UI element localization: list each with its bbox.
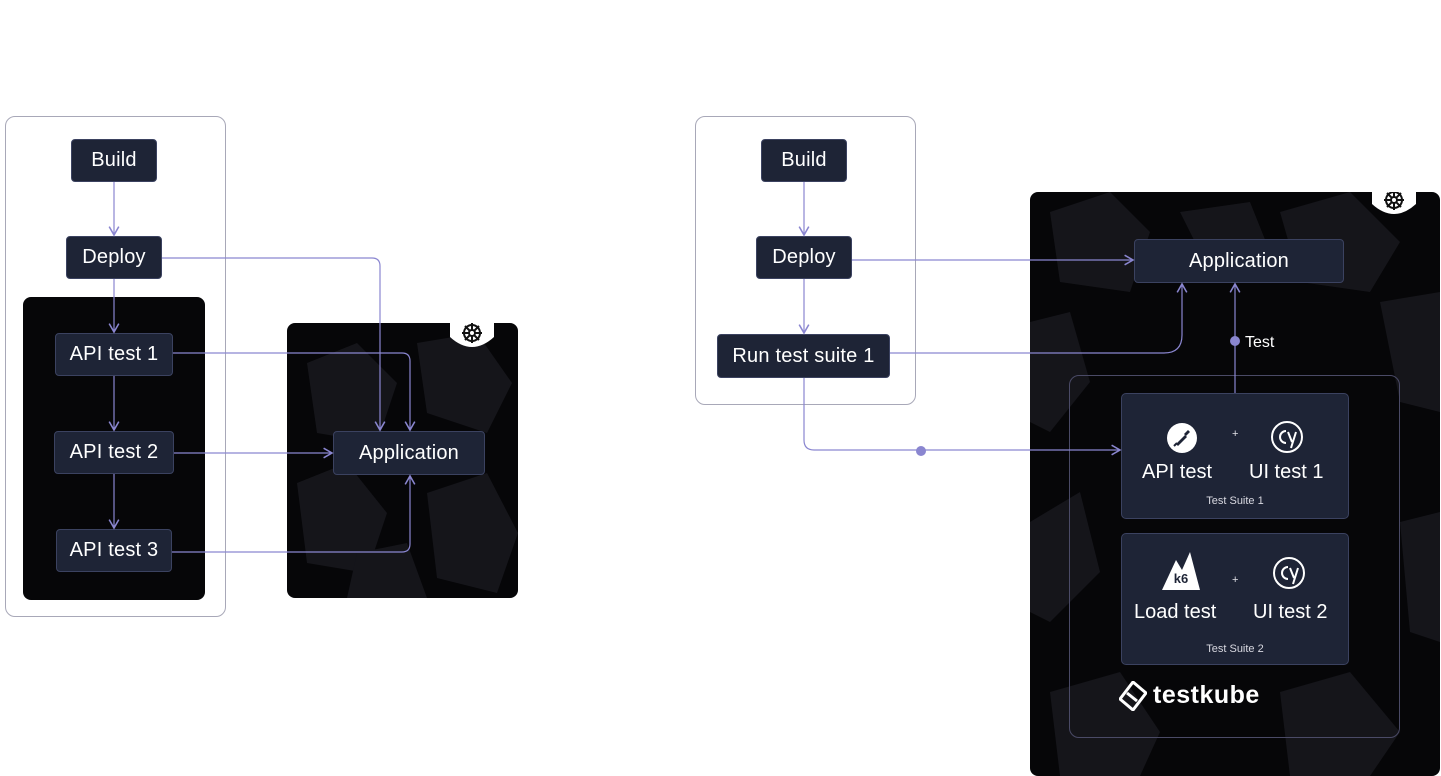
cypress-icon: [1270, 420, 1304, 454]
build-node[interactable]: Build: [71, 139, 157, 182]
run-test-suite-node[interactable]: Run test suite 1: [717, 334, 890, 378]
load-test-label: Load test: [1134, 601, 1217, 623]
plus-sign: +: [1232, 428, 1239, 440]
svg-text:k6: k6: [1174, 571, 1188, 586]
postman-icon: [1166, 422, 1198, 454]
connector-dot: [916, 446, 926, 456]
api-test-label: API test: [1142, 461, 1213, 483]
cluster-background-pattern: [1030, 192, 1440, 776]
application-node[interactable]: Application: [333, 431, 485, 475]
kubernetes-helm-icon: [1369, 191, 1419, 220]
k6-icon: k6: [1160, 550, 1202, 592]
api-test-3-node[interactable]: API test 3: [56, 529, 172, 572]
api-test-2-node[interactable]: API test 2: [54, 431, 174, 474]
test-suite-1-title: Test Suite 1: [1206, 495, 1264, 507]
build-node[interactable]: Build: [761, 139, 847, 182]
ui-test-1-label: UI test 1: [1249, 461, 1324, 483]
cypress-icon: [1272, 556, 1306, 590]
test-connector-label: Test: [1245, 334, 1275, 351]
kubernetes-helm-icon: [447, 323, 497, 353]
application-node[interactable]: Application: [1134, 239, 1344, 283]
test-suite-2-card[interactable]: k6 + Load test UI test 2 Test Suite 2: [1121, 533, 1349, 665]
test-suite-2-title: Test Suite 2: [1206, 643, 1264, 655]
ui-test-2-label: UI test 2: [1253, 601, 1328, 623]
api-test-1-node[interactable]: API test 1: [55, 333, 173, 376]
deploy-node[interactable]: Deploy: [756, 236, 852, 279]
testkube-brand: testkube: [1153, 681, 1260, 709]
deploy-node[interactable]: Deploy: [66, 236, 162, 279]
testkube-logo-icon: [1117, 679, 1149, 713]
test-suite-1-card[interactable]: + API test UI test 1 Test Suite 1: [1121, 393, 1349, 519]
plus-sign: +: [1232, 574, 1239, 586]
